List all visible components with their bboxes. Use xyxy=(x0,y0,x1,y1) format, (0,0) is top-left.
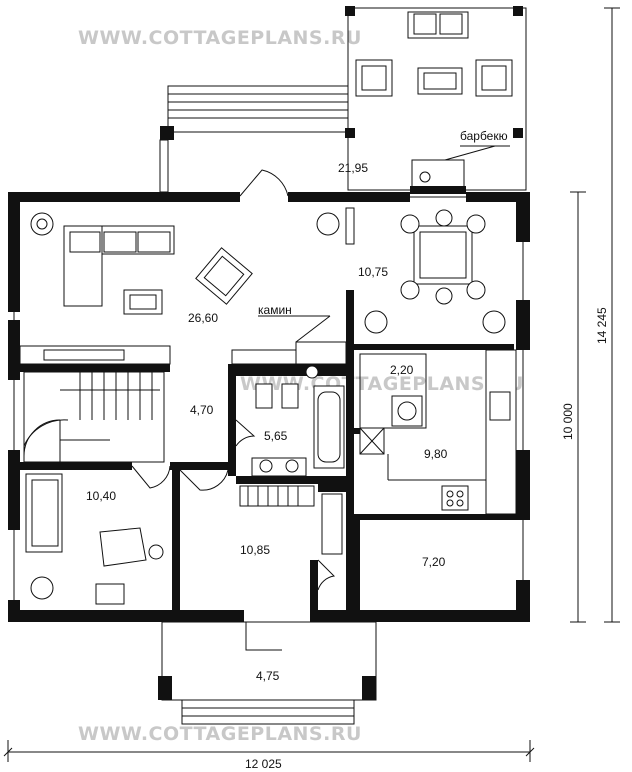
room-area-kitchen: 9,80 xyxy=(424,447,448,461)
watermark-middle: WWW.COTTAGEPLANS.RU xyxy=(240,373,524,395)
interior-walls xyxy=(20,290,516,610)
dining-furniture xyxy=(316,207,506,334)
room-area-hall: 4,70 xyxy=(190,403,214,417)
dimension-house-depth: 10 000 xyxy=(561,403,575,440)
watermark-top: WWW.COTTAGEPLANS.RU xyxy=(78,27,362,49)
room-area-bedroom: 7,20 xyxy=(422,555,446,569)
porch xyxy=(158,621,377,725)
staircase xyxy=(23,371,165,463)
room-area-dining: 10,75 xyxy=(358,265,388,279)
exterior-walls xyxy=(8,192,530,622)
dimension-lines xyxy=(3,7,620,762)
room-area-terrace: 21,95 xyxy=(338,161,368,175)
terrace-steps xyxy=(159,85,349,193)
dimension-width: 12 025 xyxy=(245,757,282,771)
room-area-storage: 2,20 xyxy=(390,363,414,377)
room-area-porch: 4,75 xyxy=(256,669,280,683)
room-area-study: 10,40 xyxy=(86,489,116,503)
entrance-fixtures xyxy=(239,485,343,555)
watermark-bottom: WWW.COTTAGEPLANS.RU xyxy=(78,723,362,745)
room-area-entrance: 10,85 xyxy=(240,543,270,557)
study-furniture xyxy=(25,473,164,605)
room-area-living: 26,60 xyxy=(188,311,218,325)
kitchen-fixtures xyxy=(359,349,517,515)
terrace xyxy=(345,6,527,194)
bathroom-fixtures xyxy=(251,383,345,477)
bbq-label: барбекю xyxy=(460,129,508,143)
fireplace-label: камин xyxy=(258,303,292,317)
dimension-total-depth: 14 245 xyxy=(595,307,609,344)
room-area-bathroom: 5,65 xyxy=(264,429,288,443)
living-room-furniture xyxy=(19,212,347,379)
doors xyxy=(131,169,336,651)
